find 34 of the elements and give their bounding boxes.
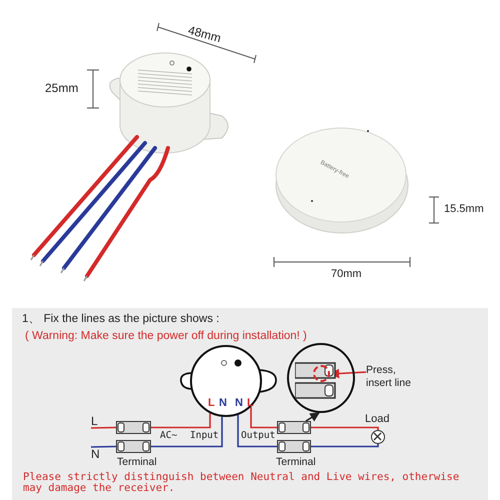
terminal-block [277, 421, 311, 434]
wire [151, 413, 211, 428]
step-heading: 1、 Fix the lines as the picture shows : [22, 313, 220, 326]
warning-text: ( Warning: Make sure the power off during installation! ) [25, 330, 307, 344]
magnified-view-circle [287, 343, 355, 413]
instruction-text: Press, insert line [366, 364, 422, 394]
terminal-letter: L [208, 397, 215, 410]
arrow [305, 412, 320, 422]
wire-label: N [91, 447, 102, 461]
wire [311, 426, 379, 430]
wire [151, 416, 223, 448]
wire [90, 446, 116, 448]
terminal-block [116, 440, 151, 453]
wire [237, 414, 277, 448]
dimension-label: 48mm [186, 24, 222, 46]
dimension-label: 25mm [45, 82, 78, 96]
terminal-block [116, 421, 151, 434]
load-label: Load [365, 413, 390, 426]
wire-label: Input [190, 431, 219, 442]
terminal-block [277, 440, 311, 453]
terminal-letter: N [219, 397, 227, 410]
warning-text: Please strictly distinguish between Neutral and Live wires, otherwise may damage the receiver. [23, 472, 460, 493]
terminal-label: Terminal [276, 456, 316, 468]
highlight-circle [313, 365, 330, 382]
wire-label: L [91, 414, 102, 428]
dimension-label: 70mm [331, 268, 362, 281]
wire [311, 444, 379, 448]
terminal-letter: N [235, 397, 243, 410]
wire-label: AC~ [160, 431, 178, 442]
wire-label: Output [241, 431, 276, 442]
wire [250, 406, 277, 428]
terminal-label: Terminal [117, 456, 157, 468]
dimension-label: 15.5mm [444, 203, 484, 216]
wire [90, 426, 116, 429]
